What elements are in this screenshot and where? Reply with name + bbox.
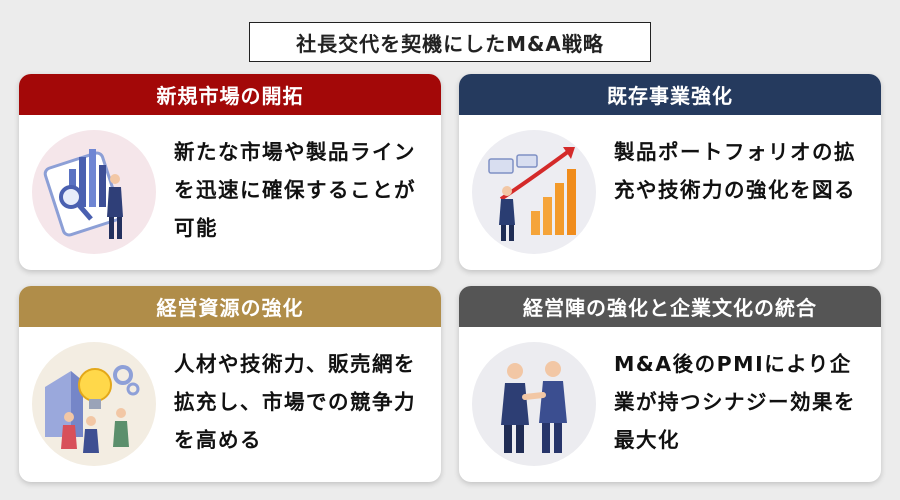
card-new-market: 新規市場の開拓 新たな市場や製品ラインを迅速に確保することが可能 [19, 74, 441, 270]
card-strengthen-business: 既存事業強化 製品ポートフォリオの拡充や技術力の強化を図る [459, 74, 881, 270]
card-management-resources: 経営資源の強化 人材や技術力、販売網を拡充し、市場での競争力を高める [19, 286, 441, 482]
team-idea-illustration-icon [32, 342, 156, 466]
card-header-leadership-culture: 経営陣の強化と企業文化の統合 [459, 286, 881, 327]
card-leadership-culture: 経営陣の強化と企業文化の統合 M&A後のPMIにより企業が持つシナジー効果を最大… [459, 286, 881, 482]
card-header-management-resources: 経営資源の強化 [19, 286, 441, 327]
handshake-illustration-icon [472, 342, 596, 466]
card-header-strengthen-business: 既存事業強化 [459, 74, 881, 115]
card-text-leadership-culture: M&A後のPMIにより企業が持つシナジー効果を最大化 [614, 352, 856, 452]
diagram-title: 社長交代を契機にしたM&A戦略 [249, 22, 651, 62]
card-text-strengthen-business: 製品ポートフォリオの拡充や技術力の強化を図る [614, 140, 856, 202]
card-text-management-resources: 人材や技術力、販売網を拡充し、市場での競争力を高める [174, 352, 416, 452]
card-text-new-market: 新たな市場や製品ラインを迅速に確保することが可能 [174, 140, 416, 240]
growth-chart-illustration-icon [472, 130, 596, 254]
card-header-new-market: 新規市場の開拓 [19, 74, 441, 115]
market-analysis-illustration-icon [32, 130, 156, 254]
